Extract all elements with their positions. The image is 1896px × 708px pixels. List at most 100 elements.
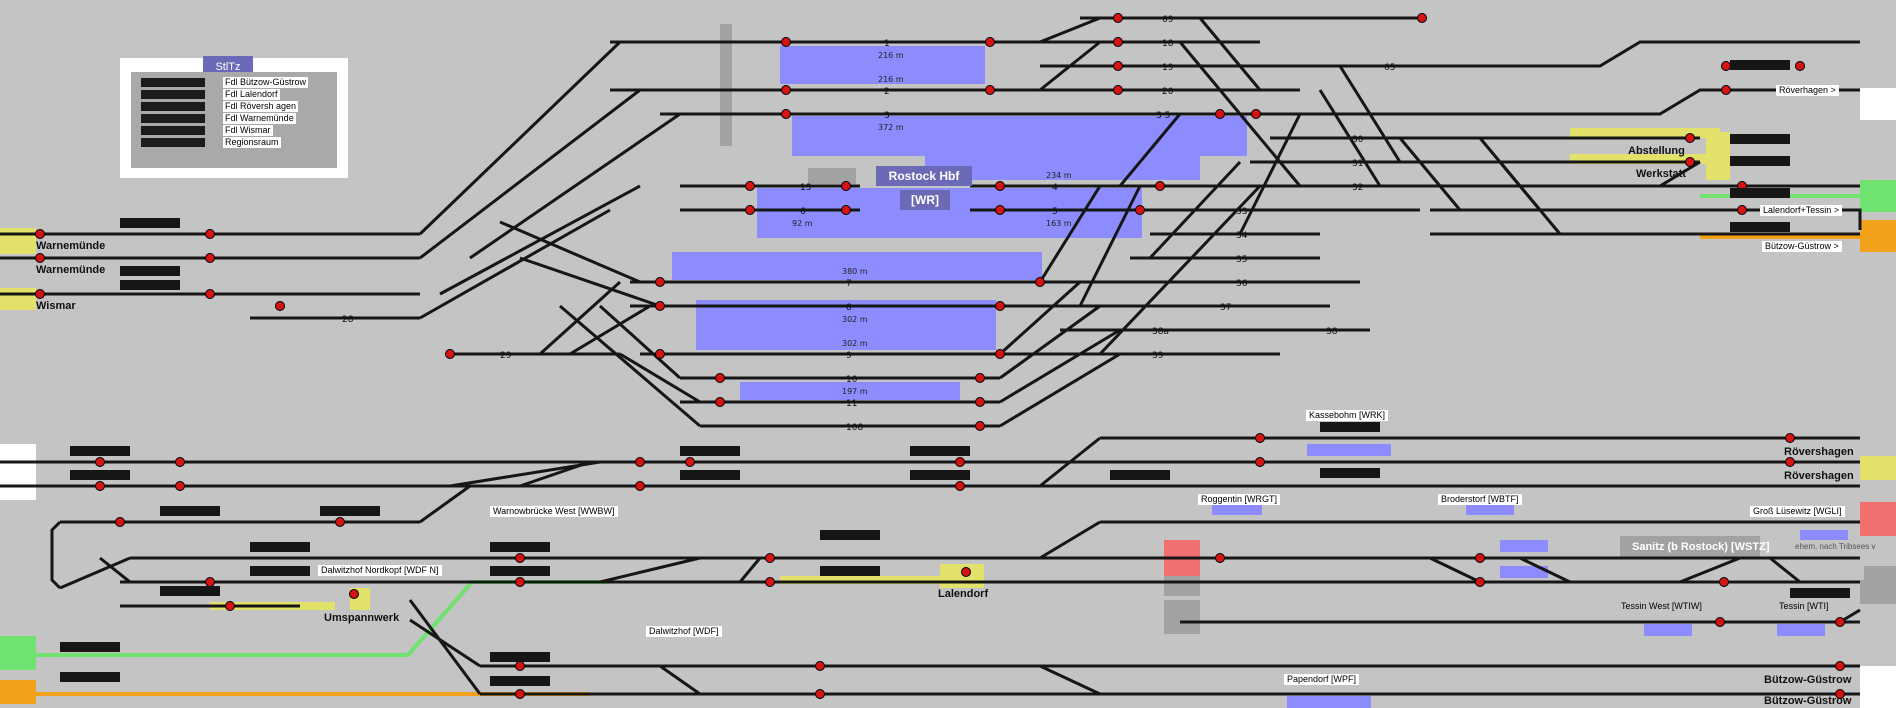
signal-icon[interactable]	[655, 349, 665, 359]
legend-item[interactable]: Fdl Warnemünde	[141, 113, 331, 124]
signal-icon[interactable]	[1113, 37, 1123, 47]
route-button[interactable]	[160, 506, 220, 516]
signal-icon[interactable]	[815, 689, 825, 699]
route-button[interactable]	[1790, 588, 1850, 598]
signal-icon[interactable]	[515, 553, 525, 563]
signal-icon[interactable]	[815, 661, 825, 671]
route-button[interactable]	[910, 446, 970, 456]
signal-icon[interactable]	[1685, 133, 1695, 143]
signal-icon[interactable]	[515, 661, 525, 671]
signal-icon[interactable]	[1113, 13, 1123, 23]
signal-icon[interactable]	[205, 253, 215, 263]
signal-icon[interactable]	[1795, 61, 1805, 71]
signal-icon[interactable]	[1737, 205, 1747, 215]
signal-icon[interactable]	[1113, 85, 1123, 95]
route-button[interactable]	[490, 676, 550, 686]
signal-icon[interactable]	[655, 301, 665, 311]
signal-icon[interactable]	[781, 109, 791, 119]
dest-buetzow-2[interactable]: Bützow-Güstrow	[1764, 695, 1852, 707]
signal-icon[interactable]	[1255, 433, 1265, 443]
route-button[interactable]	[60, 672, 120, 682]
route-button[interactable]	[120, 218, 180, 228]
route-button[interactable]	[70, 470, 130, 480]
signal-icon[interactable]	[985, 37, 995, 47]
signal-icon[interactable]	[1475, 577, 1485, 587]
signal-icon[interactable]	[995, 205, 1005, 215]
route-button[interactable]	[490, 542, 550, 552]
route-button[interactable]	[70, 446, 130, 456]
route-button[interactable]	[1730, 60, 1790, 70]
dest-lalendorf-tessin[interactable]: Lalendorf+Tessin >	[1760, 205, 1843, 216]
legend-item[interactable]: Fdl Wismar	[141, 125, 331, 136]
dest-roevershagen-1[interactable]: Rövershagen	[1784, 446, 1854, 458]
signal-icon[interactable]	[205, 289, 215, 299]
signal-icon[interactable]	[1035, 277, 1045, 287]
signal-icon[interactable]	[995, 181, 1005, 191]
signal-icon[interactable]	[841, 181, 851, 191]
signal-icon[interactable]	[175, 457, 185, 467]
route-button[interactable]	[1730, 156, 1790, 166]
signal-icon[interactable]	[961, 567, 971, 577]
signal-icon[interactable]	[175, 481, 185, 491]
signal-icon[interactable]	[1835, 617, 1845, 627]
route-button[interactable]	[490, 566, 550, 576]
signal-icon[interactable]	[635, 457, 645, 467]
legend-item[interactable]: Fdl Bützow-Güstrow	[141, 77, 331, 88]
signal-icon[interactable]	[781, 37, 791, 47]
route-button[interactable]	[120, 266, 180, 276]
signal-icon[interactable]	[781, 85, 791, 95]
route-button[interactable]	[1730, 222, 1790, 232]
route-button[interactable]	[120, 280, 180, 290]
signal-icon[interactable]	[1215, 553, 1225, 563]
signal-icon[interactable]	[1721, 61, 1731, 71]
legend-item[interactable]: Regionsraum	[141, 137, 331, 148]
signal-icon[interactable]	[205, 229, 215, 239]
dest-wismar[interactable]: Wismar	[36, 300, 76, 312]
signal-icon[interactable]	[1721, 85, 1731, 95]
signal-icon[interactable]	[1835, 689, 1845, 699]
signal-icon[interactable]	[745, 205, 755, 215]
route-button[interactable]	[490, 652, 550, 662]
dest-warnemuende-1[interactable]: Warnemünde	[36, 240, 106, 252]
route-button[interactable]	[160, 586, 220, 596]
signal-icon[interactable]	[1715, 617, 1725, 627]
signal-icon[interactable]	[1685, 157, 1695, 167]
signal-icon[interactable]	[955, 457, 965, 467]
signal-icon[interactable]	[635, 481, 645, 491]
signal-icon[interactable]	[1135, 205, 1145, 215]
signal-icon[interactable]	[35, 229, 45, 239]
signal-icon[interactable]	[1255, 457, 1265, 467]
signal-icon[interactable]	[1835, 661, 1845, 671]
signal-icon[interactable]	[1113, 61, 1123, 71]
signal-icon[interactable]	[995, 301, 1005, 311]
signal-icon[interactable]	[1785, 457, 1795, 467]
signal-icon[interactable]	[655, 277, 665, 287]
signal-icon[interactable]	[985, 85, 995, 95]
route-button[interactable]	[820, 566, 880, 576]
signal-icon[interactable]	[1155, 181, 1165, 191]
dest-lalendorf[interactable]: Lalendorf	[938, 588, 989, 600]
signal-icon[interactable]	[335, 517, 345, 527]
signal-icon[interactable]	[445, 349, 455, 359]
dest-abstellung[interactable]: Abstellung	[1628, 145, 1685, 157]
dest-warnemuende-2[interactable]: Warnemünde	[36, 264, 106, 276]
signal-icon[interactable]	[225, 601, 235, 611]
signal-icon[interactable]	[115, 517, 125, 527]
signal-icon[interactable]	[1251, 109, 1261, 119]
route-button[interactable]	[820, 530, 880, 540]
route-button[interactable]	[1730, 188, 1790, 198]
signal-icon[interactable]	[975, 421, 985, 431]
signal-icon[interactable]	[1785, 433, 1795, 443]
signal-icon[interactable]	[95, 481, 105, 491]
signal-icon[interactable]	[685, 457, 695, 467]
route-button[interactable]	[250, 566, 310, 576]
signal-icon[interactable]	[715, 373, 725, 383]
dest-roevershagen-top[interactable]: Röverhagen >	[1776, 85, 1839, 96]
signal-icon[interactable]	[765, 577, 775, 587]
route-button[interactable]	[1110, 470, 1170, 480]
signal-icon[interactable]	[715, 397, 725, 407]
legend-item[interactable]: Fdl Lalendorf	[141, 89, 331, 100]
signal-icon[interactable]	[515, 577, 525, 587]
signal-icon[interactable]	[35, 289, 45, 299]
route-button[interactable]	[1320, 468, 1380, 478]
